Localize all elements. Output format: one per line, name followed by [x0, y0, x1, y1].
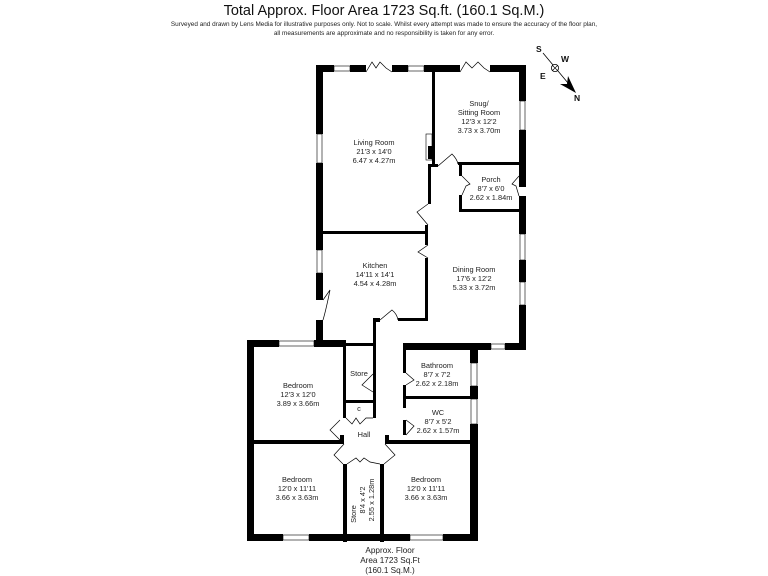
- north-arrow-icon: [560, 76, 576, 93]
- room-imperial: 12'0 x 11'11: [278, 484, 316, 493]
- room-name: Bedroom: [282, 475, 312, 484]
- room-metric: 3.73 x 3.70m: [458, 126, 501, 135]
- room-wc: WC 8'7 x 5'2 2.62 x 1.57m: [417, 408, 460, 435]
- room-name: Bedroom: [283, 381, 313, 390]
- doors: [322, 61, 520, 465]
- room-metric: 3.89 x 3.66m: [277, 399, 320, 408]
- room-metric: 3.66 x 3.63m: [405, 493, 448, 502]
- caption-line-3: (160.1 Sq.M.): [365, 566, 415, 575]
- room-name-line1: Snug/: [469, 99, 489, 108]
- room-metric: 2.62 x 2.18m: [416, 379, 459, 388]
- room-dining: Dining Room 17'6 x 12'2 5.33 x 3.72m: [453, 265, 496, 292]
- room-store-2: Store 8'4 x 4'2 2.55 x 1.28m: [349, 479, 376, 523]
- room-name: c: [357, 404, 361, 413]
- room-imperial: 12'3 x 12'2: [461, 117, 496, 126]
- room-imperial: 12'0 x 11'11: [407, 484, 445, 493]
- room-metric: 4.54 x 4.28m: [354, 279, 397, 288]
- room-kitchen: Kitchen 14'11 x 14'1 4.54 x 4.28m: [354, 261, 397, 288]
- windows: [278, 65, 526, 541]
- room-porch: Porch 8'7 x 6'0 2.62 x 1.84m: [470, 175, 513, 202]
- room-name: Dining Room: [453, 265, 496, 274]
- room-name: Store: [350, 369, 368, 378]
- room-snug: Snug/ Sitting Room 12'3 x 12'2 3.73 x 3.…: [458, 99, 501, 135]
- room-imperial: 12'3 x 12'0: [280, 390, 315, 399]
- walls: [247, 65, 526, 542]
- room-metric: 2.55 x 1.28m: [367, 479, 376, 522]
- room-bedroom-3: Bedroom 12'0 x 11'11 3.66 x 3.63m: [405, 475, 448, 502]
- room-name-line2: Sitting Room: [458, 108, 500, 117]
- room-name: Porch: [481, 175, 500, 184]
- room-imperial: 21'3 x 14'0: [356, 147, 391, 156]
- room-metric: 6.47 x 4.27m: [353, 156, 396, 165]
- compass-s: S: [536, 44, 542, 54]
- room-imperial: 8'4 x 4'2: [358, 486, 367, 513]
- room-bedroom-1: Bedroom 12'3 x 12'0 3.89 x 3.66m: [277, 381, 320, 408]
- room-name: Kitchen: [363, 261, 388, 270]
- room-bedroom-2: Bedroom 12'0 x 11'11 3.66 x 3.63m: [276, 475, 319, 502]
- room-imperial: 8'7 x 7'2: [423, 370, 450, 379]
- room-bathroom: Bathroom 8'7 x 7'2 2.62 x 2.18m: [416, 361, 459, 388]
- room-imperial: 8'7 x 5'2: [424, 417, 451, 426]
- compass-w: W: [561, 54, 570, 64]
- disclaimer-line-2: all measurements are approximate and no …: [273, 29, 495, 37]
- room-name: Hall: [358, 430, 371, 439]
- room-metric: 5.33 x 3.72m: [453, 283, 496, 292]
- disclaimer: Surveyed and drawn by Lens Media for ill…: [0, 21, 768, 38]
- page-title: Total Approx. Floor Area 1723 Sq.ft. (16…: [223, 3, 545, 19]
- disclaimer-line-1: Surveyed and drawn by Lens Media for ill…: [170, 21, 598, 28]
- room-hall: Hall: [358, 430, 371, 439]
- room-name: Bathroom: [421, 361, 453, 370]
- room-metric: 3.66 x 3.63m: [276, 493, 319, 502]
- compass-e: E: [540, 71, 546, 81]
- room-name: WC: [432, 408, 445, 417]
- room-cupboard: c: [357, 404, 361, 413]
- room-imperial: 8'7 x 6'0: [477, 184, 504, 193]
- room-metric: 2.62 x 1.57m: [417, 426, 460, 435]
- compass-n: N: [574, 93, 580, 103]
- compass-rose: S W E N: [536, 44, 580, 103]
- room-metric: 2.62 x 1.84m: [470, 193, 513, 202]
- room-name: Bedroom: [411, 475, 441, 484]
- caption-line-2: Area 1723 Sq.Ft: [360, 556, 420, 565]
- caption-line-1: Approx. Floor: [365, 546, 415, 555]
- room-imperial: 17'6 x 12'2: [456, 274, 491, 283]
- room-store-1: Store: [350, 369, 368, 378]
- room-imperial: 14'11 x 14'1: [356, 270, 395, 279]
- room-name: Living Room: [353, 138, 394, 147]
- floor-area-caption: Approx. Floor Area 1723 Sq.Ft (160.1 Sq.…: [330, 546, 450, 576]
- room-name: Store: [349, 505, 358, 523]
- room-living: Living Room 21'3 x 14'0 6.47 x 4.27m: [353, 138, 396, 165]
